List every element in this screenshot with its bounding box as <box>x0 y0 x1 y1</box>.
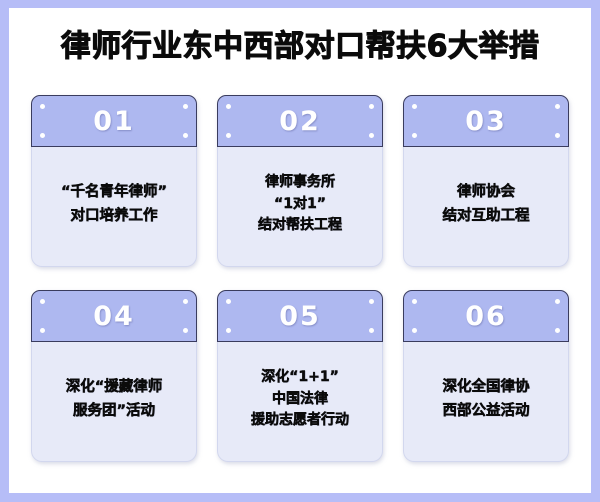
screw-dot-icon <box>183 328 188 333</box>
card-text-line: 援助志愿者行动 <box>251 412 349 429</box>
screw-dot-icon <box>555 299 560 304</box>
card-text-line: 服务团”活动 <box>72 402 156 419</box>
screw-dot-icon <box>369 328 374 333</box>
page-title: 律师行业东中西部对口帮扶6大举措 <box>60 29 540 64</box>
card-text-line: “1对1” <box>274 195 326 212</box>
screw-dot-icon <box>555 104 560 109</box>
card-text-line: 中国法律 <box>272 390 328 407</box>
card-text-line: 深化“1+1” <box>261 368 339 385</box>
screw-dot-icon <box>226 328 231 333</box>
measure-card-01[interactable]: 01 “千名青年律师” 对口培养工作 <box>31 95 197 267</box>
card-header-05: 05 <box>217 290 383 342</box>
card-header-04: 04 <box>31 290 197 342</box>
screw-dot-icon <box>412 104 417 109</box>
screw-dot-icon <box>226 104 231 109</box>
card-text-line: 西部公益活动 <box>442 402 530 419</box>
card-header-02: 02 <box>217 95 383 147</box>
measure-card-06[interactable]: 06 深化全国律协西部公益活动 <box>403 290 569 462</box>
screw-dot-icon <box>40 104 45 109</box>
measure-card-02[interactable]: 02 律师事务所 “1对1” 结对帮扶工程 <box>217 95 383 267</box>
screw-dot-icon <box>369 104 374 109</box>
card-number-label: 04 <box>93 300 135 332</box>
screw-dot-icon <box>412 299 417 304</box>
card-text-line: 律师协会 <box>457 184 515 201</box>
card-number-label: 06 <box>465 300 507 332</box>
card-header-06: 06 <box>403 290 569 342</box>
screw-dot-icon <box>412 133 417 138</box>
card-body-04: 深化“援藏律师服务团”活动 <box>31 342 197 462</box>
measures-card-grid: 01 “千名青年律师” 对口培养工作 02 律师事务所 “1对1” 结对帮扶工程 03 律师协会… <box>31 95 569 462</box>
card-number-label: 05 <box>279 300 321 332</box>
screw-dot-icon <box>369 133 374 138</box>
card-body-05: 深化“1+1” 中国法律援助志愿者行动 <box>217 342 383 462</box>
title-container: 律师行业东中西部对口帮扶6大举措 <box>9 29 591 64</box>
card-text-line: 对口培养工作 <box>70 207 158 224</box>
screw-dot-icon <box>555 133 560 138</box>
poster-canvas: 律师行业东中西部对口帮扶6大举措 01 “千名青年律师” 对口培养工作 02 律师事务所… <box>9 8 591 493</box>
card-body-02: 律师事务所 “1对1” 结对帮扶工程 <box>217 147 383 267</box>
screw-dot-icon <box>226 133 231 138</box>
measure-card-04[interactable]: 04 深化“援藏律师服务团”活动 <box>31 290 197 462</box>
screw-dot-icon <box>40 328 45 333</box>
screw-dot-icon <box>555 328 560 333</box>
screw-dot-icon <box>226 299 231 304</box>
screw-dot-icon <box>369 299 374 304</box>
measure-card-05[interactable]: 05 深化“1+1” 中国法律援助志愿者行动 <box>217 290 383 462</box>
screw-dot-icon <box>183 104 188 109</box>
card-text-line: 结对互助工程 <box>442 207 530 224</box>
card-text-line: 律师事务所 <box>265 173 335 190</box>
screw-dot-icon <box>412 328 417 333</box>
card-text-line: 结对帮扶工程 <box>258 217 342 234</box>
card-text-line: 深化全国律协 <box>442 379 530 396</box>
card-number-label: 03 <box>465 105 507 137</box>
card-text-line: “千名青年律师” <box>60 184 168 201</box>
card-text-line: 深化“援藏律师 <box>65 379 163 396</box>
card-body-03: 律师协会结对互助工程 <box>403 147 569 267</box>
card-body-01: “千名青年律师” 对口培养工作 <box>31 147 197 267</box>
card-number-label: 02 <box>279 105 321 137</box>
measure-card-03[interactable]: 03 律师协会结对互助工程 <box>403 95 569 267</box>
card-number-label: 01 <box>93 105 135 137</box>
screw-dot-icon <box>183 299 188 304</box>
screw-dot-icon <box>40 133 45 138</box>
screw-dot-icon <box>183 133 188 138</box>
card-header-03: 03 <box>403 95 569 147</box>
card-body-06: 深化全国律协西部公益活动 <box>403 342 569 462</box>
card-header-01: 01 <box>31 95 197 147</box>
screw-dot-icon <box>40 299 45 304</box>
